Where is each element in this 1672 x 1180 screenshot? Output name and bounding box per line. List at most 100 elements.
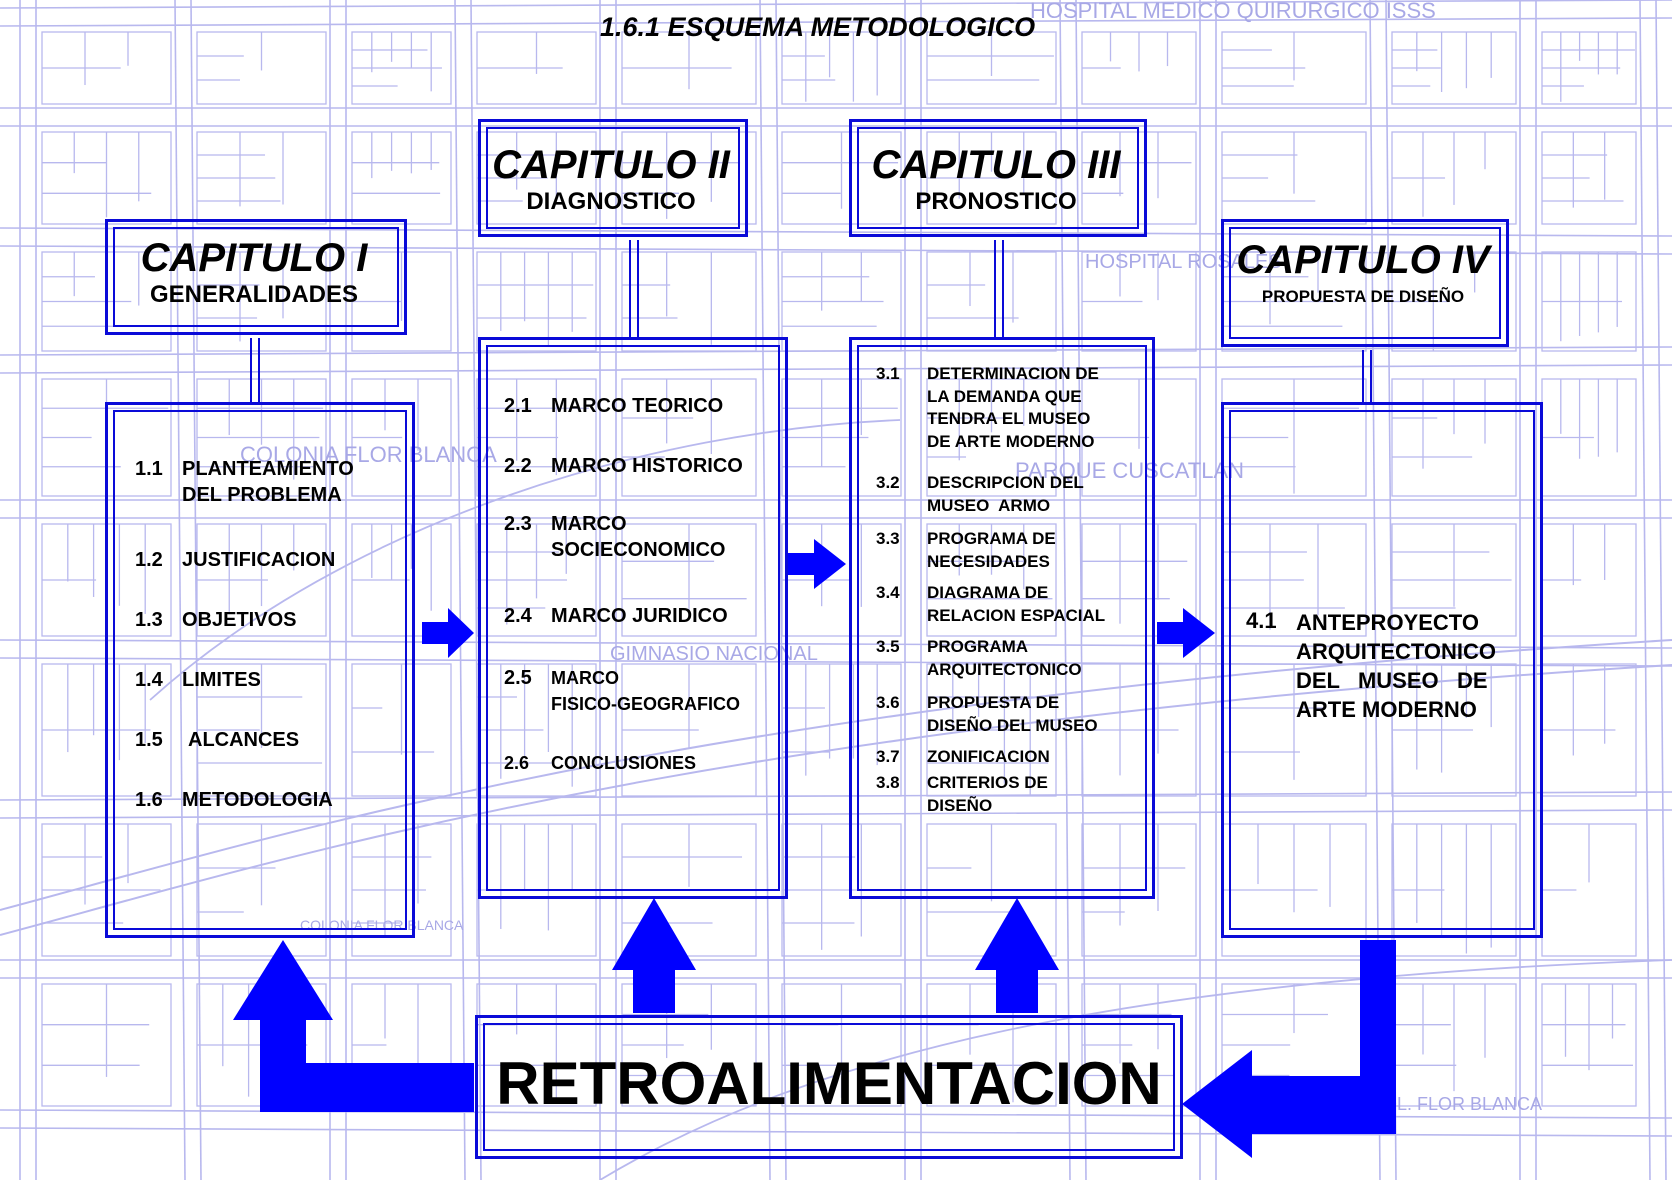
chapter-1-header-box: [105, 219, 407, 335]
list-item: 1.4: [135, 667, 163, 693]
item-number: 3.2: [876, 473, 900, 492]
item-text: MARCO SOCIECONOMICO: [551, 513, 726, 561]
item-text: MARCO TEORICO: [551, 395, 724, 417]
item-text: ANTEPROYECTO ARQUITECTONICO DEL MUSEO DE…: [1296, 610, 1497, 722]
chapter-4-subtitle: PROPUESTA DE DISEÑO: [1261, 287, 1465, 306]
item-text: PROGRAMA ARQUITECTONICO: [927, 637, 1082, 679]
list-item: 1.6: [135, 787, 163, 813]
item-text: MARCO JURIDICO: [551, 605, 728, 627]
map-label: COLONIA FLOR BLANCA: [240, 442, 497, 467]
list-item: PLANTEAMIENTO DEL PROBLEMA: [182, 456, 354, 508]
item-number: 2.6: [504, 753, 530, 773]
list-item: OBJETIVOS: [182, 607, 296, 633]
item-number: 3.5: [876, 637, 900, 656]
list-item: METODOLOGIA: [182, 787, 333, 813]
chapter-3-header: CAPITULO III PRONOSTICO: [856, 143, 1136, 217]
chapter-1-content-box: [105, 402, 415, 938]
list-item: MARCO TEORICO: [551, 393, 723, 419]
map-label: HOSPITAL ROSALES: [1085, 251, 1282, 273]
item-text: JUSTIFICACION: [182, 549, 336, 571]
list-item: ZONIFICACION: [927, 746, 1050, 769]
chapter-2-connector: [629, 240, 639, 337]
chapter-4-header-box: [1221, 219, 1509, 347]
list-item: JUSTIFICACION: [182, 547, 335, 573]
item-text: MARCO HISTORICO: [551, 455, 743, 477]
chapter-2-header: CAPITULO II DIAGNOSTICO: [485, 143, 737, 217]
chapter-1-subtitle: GENERALIDADES: [149, 281, 359, 308]
item-text: PROGRAMA DE NECESIDADES: [927, 529, 1056, 571]
arrow-elbow-left-icon: [1182, 940, 1396, 1158]
item-number: 2.4: [504, 605, 532, 627]
list-item: 3.7: [876, 746, 900, 769]
map-label: PARQUE CUSCATLAN: [1015, 458, 1244, 483]
list-item: PROGRAMA ARQUITECTONICO: [927, 636, 1082, 681]
item-number: 3.8: [876, 773, 900, 792]
arrow-up-icon: [612, 898, 696, 1013]
feedback-box: [475, 1015, 1183, 1159]
chapter-3-header-box: [849, 119, 1147, 237]
arrow-right-icon: [788, 539, 846, 589]
item-text: CONCLUSIONES: [551, 753, 697, 773]
page-title: 1.6.1 ESQUEMA METODOLOGICO: [600, 12, 1036, 42]
arrow-right-icon: [422, 608, 474, 658]
list-item: 1.5: [135, 727, 163, 753]
item-text: PROPUESTA DE DISEÑO DEL MUSEO: [927, 693, 1098, 735]
arrow-elbow-up-icon: [233, 940, 474, 1112]
item-number: 1.4: [135, 669, 163, 691]
list-item: MARCO SOCIECONOMICO: [551, 511, 725, 563]
item-number: 4.1: [1246, 608, 1277, 633]
list-item: 2.3: [504, 511, 532, 537]
item-number: 3.7: [876, 747, 900, 766]
item-number: 1.3: [135, 609, 163, 631]
chapter-4-heading: CAPITULO IV: [1236, 238, 1490, 282]
item-number: 1.2: [135, 549, 163, 571]
chapter-3-connector: [994, 240, 1004, 337]
list-item: PROPUESTA DE DISEÑO DEL MUSEO: [927, 692, 1098, 737]
list-item: CONCLUSIONES: [551, 750, 696, 776]
list-item: 3.8: [876, 772, 900, 795]
item-text: ZONIFICACION: [927, 747, 1050, 766]
list-item: MARCO HISTORICO: [551, 453, 743, 479]
list-item: 4.1: [1246, 608, 1277, 634]
list-item: 2.6: [504, 750, 529, 776]
item-number: 3.4: [876, 583, 900, 602]
arrow-up-icon: [975, 898, 1059, 1013]
list-item: 3.6: [876, 692, 900, 715]
item-text: CRITERIOS DE DISEÑO: [927, 773, 1048, 815]
item-number: 1.5: [135, 729, 163, 751]
list-item: 3.4: [876, 582, 900, 605]
item-number: 3.6: [876, 693, 900, 712]
item-text: DIAGRAMA DE RELACION ESPACIAL: [927, 583, 1106, 625]
chapter-1-heading: CAPITULO I: [140, 236, 368, 280]
list-item: ALCANCES: [188, 727, 299, 753]
list-item: MARCO JURIDICO: [551, 603, 728, 629]
item-text: METODOLOGIA: [182, 789, 333, 811]
arrow-right-icon: [1157, 608, 1215, 658]
chapter-2-subtitle: DIAGNOSTICO: [526, 188, 696, 215]
item-text: ALCANCES: [188, 729, 300, 751]
chapter-3-heading: CAPITULO III: [871, 143, 1121, 187]
list-item: 2.5: [504, 665, 532, 691]
chapter-3-subtitle: PRONOSTICO: [915, 188, 1077, 215]
list-item: 3.5: [876, 636, 900, 659]
item-number: 2.3: [504, 513, 532, 535]
item-text: DESCRIPCION DEL MUSEO ARMO: [927, 473, 1084, 515]
chapter-2-content-box: [478, 337, 788, 899]
item-text: DETERMINACION DE LA DEMANDA QUE TENDRA E…: [927, 364, 1099, 451]
item-number: 1.6: [135, 789, 163, 811]
chapter-2-header-box: [478, 119, 748, 237]
list-item: 2.2: [504, 453, 532, 479]
list-item: 1.2: [135, 547, 163, 573]
list-item: 1.3: [135, 607, 163, 633]
chapter-3-content-box: [849, 337, 1155, 899]
list-item: LIMITES: [182, 667, 261, 693]
item-number: 2.5: [504, 667, 532, 689]
chapter-2-heading: CAPITULO II: [492, 143, 730, 187]
item-number: 2.1: [504, 395, 532, 417]
list-item: 3.1: [876, 363, 900, 386]
map-label: HOSPITAL MEDICO QUIRURGICO ISSS: [1030, 0, 1436, 23]
feedback-label: RETROALIMENTACION: [496, 1050, 1162, 1117]
chapter-4-content-box: [1221, 402, 1543, 938]
